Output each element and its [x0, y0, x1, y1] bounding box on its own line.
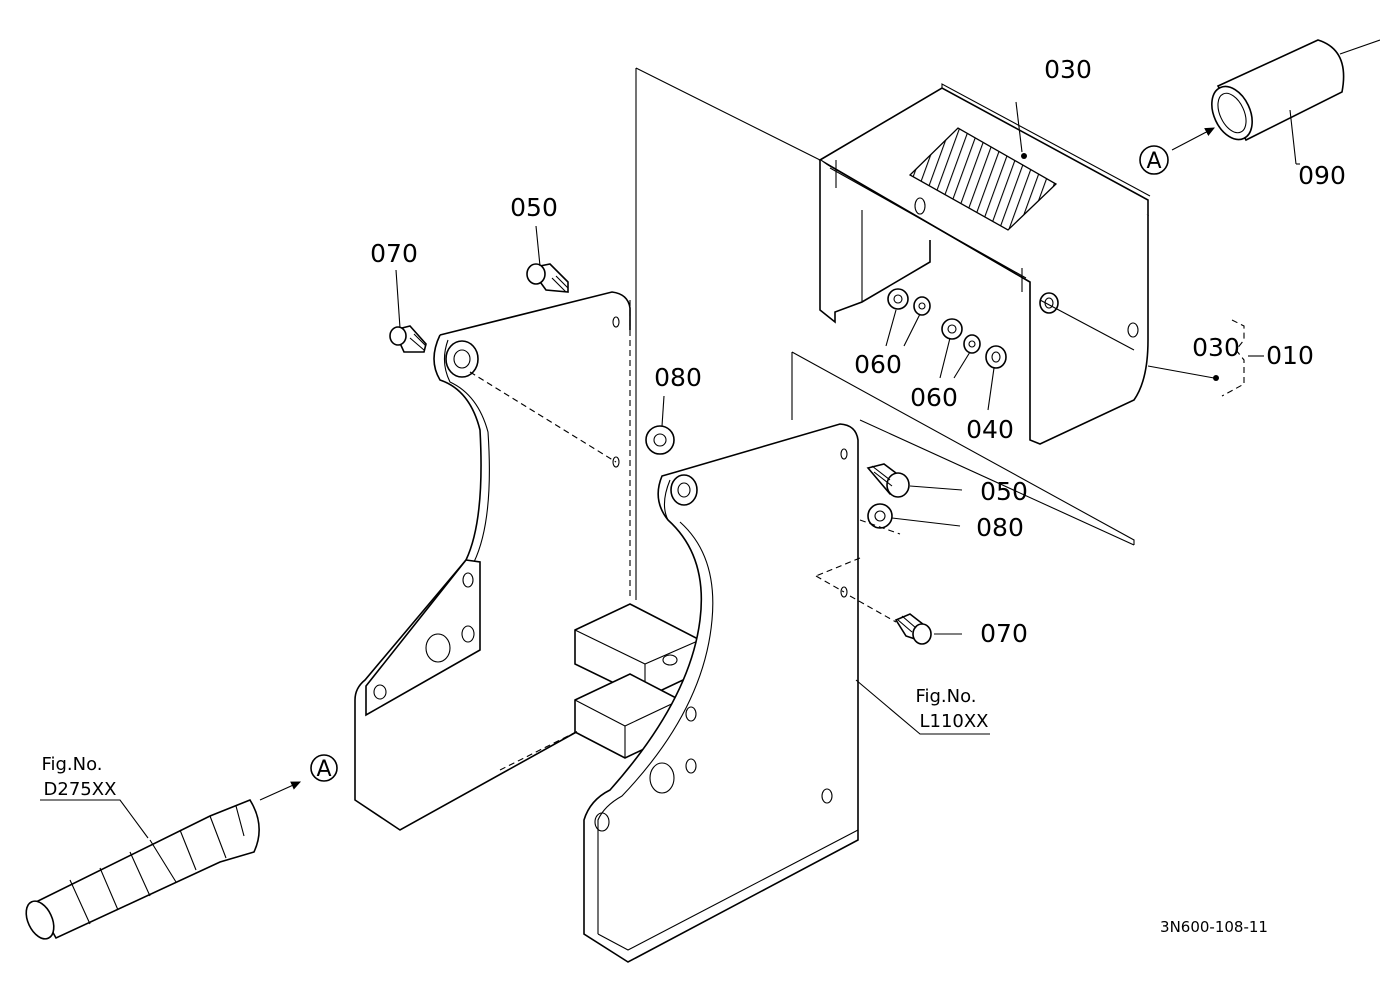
bolt-050-right [866, 463, 910, 498]
rear-bracket-plate [354, 291, 631, 831]
callout-a-left-text: A [316, 757, 331, 782]
fig-ref-right-title: Fig.No. [915, 686, 976, 707]
label-010: 010 [1266, 341, 1314, 370]
label-090: 090 [1298, 161, 1346, 190]
front-bracket-plate [583, 423, 859, 963]
callout-a-left: A [310, 754, 338, 782]
label-080-top: 080 [654, 363, 702, 392]
bolt-050-top [526, 263, 569, 293]
front-reference-plane [791, 351, 1135, 546]
assembly-bracket [1221, 319, 1245, 397]
label-050-top: 050 [510, 193, 558, 222]
label-050-right: 050 [980, 477, 1028, 506]
warning-label-decal [908, 127, 1058, 231]
fig-ref-left-title: Fig.No. [41, 754, 102, 775]
rear-reference-plane [635, 67, 821, 600]
label-070-top: 070 [370, 239, 418, 268]
fig-ref-left-code: D275XX [44, 779, 117, 800]
bolt-070-top [389, 325, 427, 353]
collar-080-right [867, 503, 893, 529]
label-040: 040 [966, 415, 1014, 444]
collar-080-top [645, 425, 675, 455]
fig-ref-right-code: L110XX [919, 711, 988, 732]
label-080-right: 080 [976, 513, 1024, 542]
tube-090 [1211, 39, 1380, 142]
leader-lines [40, 101, 1300, 839]
shield-cover [818, 83, 1151, 445]
label-060-a: 060 [854, 350, 902, 379]
callout-a-right: A [1139, 145, 1169, 175]
callout-a-right-text: A [1146, 149, 1161, 174]
projection-dashed-lines [469, 300, 901, 771]
bolt-070-right [894, 613, 932, 645]
label-070-right: 070 [980, 619, 1028, 648]
nut-group-a [887, 288, 931, 316]
label-030-top: 030 [1044, 55, 1092, 84]
nut-group-b [941, 318, 981, 354]
washer-040 [985, 345, 1007, 369]
drawing-code: 3N600-108-11 [1160, 918, 1268, 936]
label-030-side: 030 [1192, 333, 1240, 362]
splined-shaft [25, 799, 260, 940]
label-060-b: 060 [910, 383, 958, 412]
spacer-block-upper [574, 603, 701, 699]
